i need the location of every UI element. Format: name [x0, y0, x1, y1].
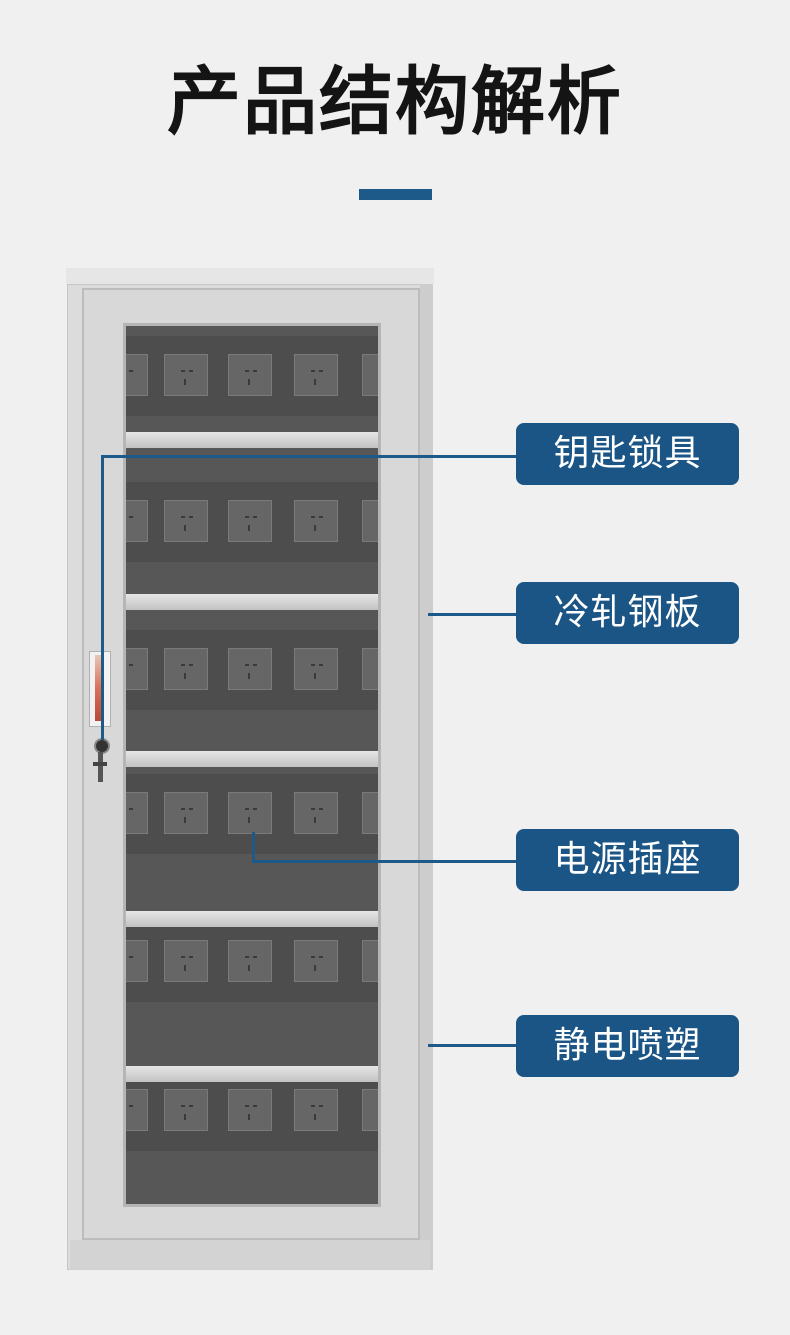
callout-line-socket: [252, 860, 517, 863]
shelf-1: [126, 432, 378, 448]
callout-line-socket-vertical: [252, 832, 255, 862]
label-power-socket: 电源插座: [516, 829, 739, 891]
power-socket-icon: [228, 792, 272, 834]
glass-window: [123, 323, 381, 1207]
cabinet-base: [70, 1240, 430, 1270]
door-handle-grip: [95, 655, 102, 721]
power-socket-icon: [126, 648, 148, 690]
key-head: [93, 762, 107, 766]
callout-line-coating: [428, 1044, 517, 1047]
power-socket-icon: [164, 500, 208, 542]
power-socket-icon: [126, 940, 148, 982]
power-socket-icon: [164, 648, 208, 690]
power-socket-icon: [294, 940, 338, 982]
power-socket-icon: [126, 1089, 148, 1131]
power-socket-icon: [228, 648, 272, 690]
label-key-lock: 钥匙锁具: [516, 423, 739, 485]
power-socket-icon: [294, 500, 338, 542]
callout-line-cold-rolled: [428, 613, 517, 616]
callout-line-key-lock: [101, 455, 517, 458]
power-socket-icon: [362, 792, 378, 834]
power-socket-icon: [228, 940, 272, 982]
callout-line-key-lock-vertical: [101, 455, 104, 740]
label-cold-rolled: 冷轧钢板: [516, 582, 739, 644]
cabinet-side-panel: [420, 284, 433, 1270]
cabinet-top: [66, 268, 434, 284]
power-socket-icon: [362, 354, 378, 396]
shelf-4: [126, 911, 378, 927]
power-socket-icon: [294, 1089, 338, 1131]
power-socket-icon: [126, 792, 148, 834]
shelf-3: [126, 751, 378, 767]
key-icon: [98, 752, 103, 782]
power-socket-icon: [362, 940, 378, 982]
title-underline: [359, 189, 432, 200]
page-title: 产品结构解析: [167, 59, 623, 145]
power-socket-icon: [362, 648, 378, 690]
power-socket-icon: [362, 500, 378, 542]
power-socket-icon: [294, 648, 338, 690]
power-socket-icon: [164, 792, 208, 834]
door-handle: [89, 651, 111, 727]
power-socket-icon: [294, 792, 338, 834]
power-socket-icon: [228, 1089, 272, 1131]
label-powder-coating: 静电喷塑: [516, 1015, 739, 1077]
power-socket-icon: [228, 354, 272, 396]
power-socket-icon: [228, 500, 272, 542]
power-socket-icon: [294, 354, 338, 396]
power-socket-icon: [164, 354, 208, 396]
power-socket-icon: [126, 354, 148, 396]
power-socket-icon: [362, 1089, 378, 1131]
power-socket-icon: [164, 1089, 208, 1131]
shelf-5: [126, 1066, 378, 1082]
shelf-2: [126, 594, 378, 610]
power-socket-icon: [164, 940, 208, 982]
power-socket-icon: [126, 500, 148, 542]
